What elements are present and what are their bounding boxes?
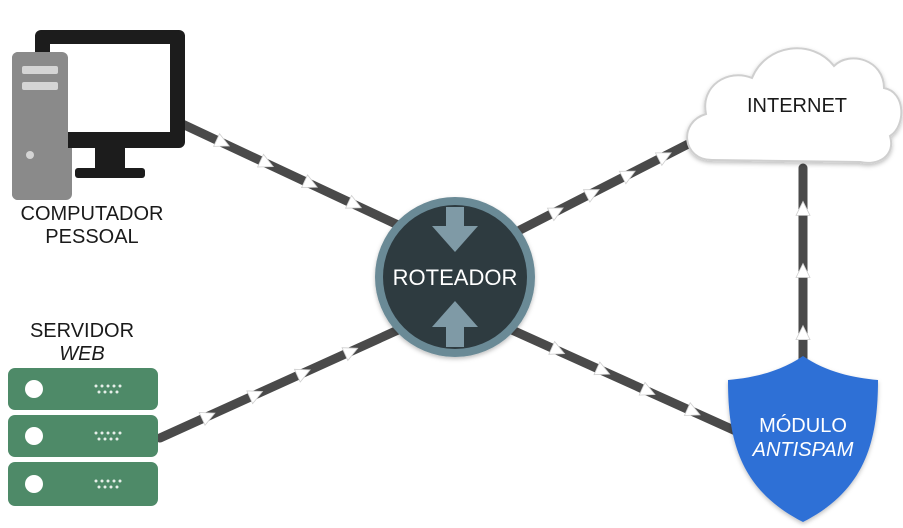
computer-icon bbox=[12, 30, 185, 200]
link-router-antispam bbox=[507, 325, 743, 437]
internet-label: INTERNET bbox=[747, 95, 847, 117]
flow-arrow bbox=[654, 152, 672, 167]
computer-label-line1: COMPUTADOR bbox=[21, 203, 164, 225]
server-label-line2: WEB bbox=[59, 343, 105, 365]
cloud-icon bbox=[686, 47, 903, 164]
flow-arrow bbox=[638, 381, 656, 396]
flow-arrow bbox=[300, 174, 319, 189]
flow-arrow bbox=[293, 368, 311, 383]
flow-arrow bbox=[341, 347, 359, 362]
flow-arrow bbox=[593, 361, 611, 376]
flow-arrow bbox=[795, 262, 811, 278]
flow-arrow bbox=[546, 207, 564, 222]
flow-arrow bbox=[683, 401, 701, 416]
server-icon bbox=[8, 368, 158, 506]
links-layer bbox=[155, 117, 811, 443]
computer-label-line2: PESSOAL bbox=[45, 226, 138, 248]
flow-arrow bbox=[212, 132, 231, 147]
flow-arrow bbox=[795, 324, 811, 341]
link-router-internet bbox=[515, 133, 705, 235]
link-computer-router bbox=[173, 117, 403, 230]
antispam-label-line2: ANTISPAM bbox=[752, 439, 854, 461]
shield-icon bbox=[728, 356, 878, 522]
flow-arrow bbox=[198, 412, 216, 427]
flow-arrows bbox=[198, 132, 811, 427]
server-unit bbox=[8, 415, 158, 457]
flow-arrow bbox=[344, 194, 363, 209]
server-label-line1: SERVIDOR bbox=[30, 320, 134, 342]
flow-arrow bbox=[795, 200, 811, 216]
flow-arrow bbox=[256, 153, 275, 168]
router-icon bbox=[375, 197, 535, 357]
flow-arrow bbox=[548, 340, 566, 355]
flow-arrow bbox=[582, 189, 600, 203]
router-label: ROTEADOR bbox=[393, 265, 518, 290]
flow-arrow bbox=[246, 390, 264, 405]
antispam-label-line1: MÓDULO bbox=[759, 414, 847, 437]
flow-arrow bbox=[618, 170, 636, 185]
link-server-router bbox=[155, 325, 403, 443]
server-unit bbox=[8, 462, 158, 506]
server-unit bbox=[8, 368, 158, 410]
